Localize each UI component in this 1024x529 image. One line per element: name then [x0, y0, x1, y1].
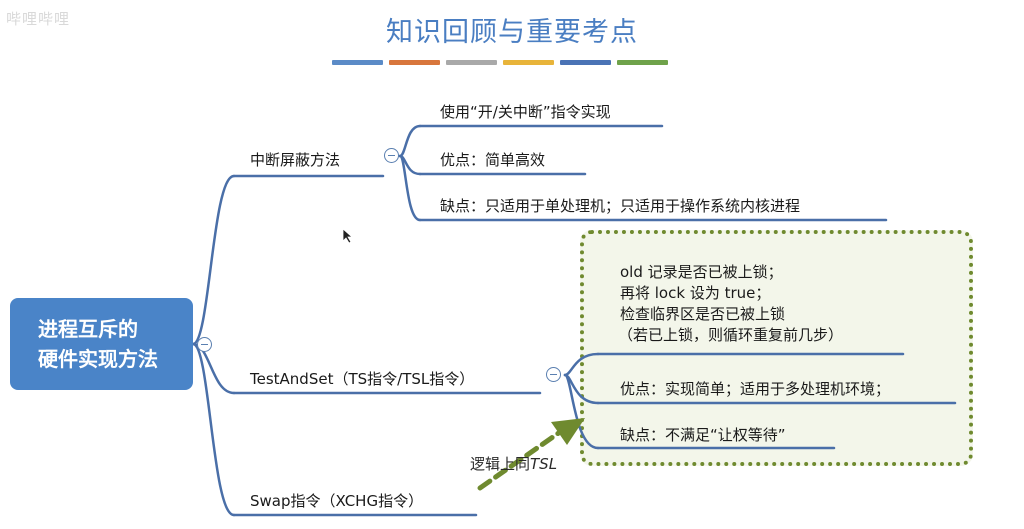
annotation-prefix: 逻辑上同: [470, 455, 531, 473]
branch-interrupt[interactable]: 中断屏蔽方法: [250, 151, 341, 169]
tas-detail-line: old 记录是否已被上锁；: [620, 263, 783, 281]
annotation-suffix: TSL: [530, 455, 558, 473]
connector-tas-1: [563, 352, 600, 377]
connector-interrupt-1: [398, 124, 422, 158]
branch-testandset[interactable]: TestAndSet（TS指令/TSL指令）: [250, 370, 475, 388]
color-bar: [446, 60, 497, 65]
collapse-interrupt-icon[interactable]: [384, 148, 399, 163]
color-bar: [560, 60, 611, 65]
branch-swap[interactable]: Swap指令（XCHG指令）: [250, 492, 424, 510]
title-color-bars: [332, 60, 668, 66]
color-bar: [617, 60, 668, 65]
root-node[interactable]: 进程互斥的 硬件实现方法: [10, 298, 193, 390]
color-bar: [503, 60, 554, 65]
mouse-cursor-icon: [342, 228, 354, 244]
tas-con[interactable]: 缺点：不满足“让权等待”: [620, 426, 786, 444]
watermark-text: 哔哩哔哩: [6, 10, 71, 28]
collapse-tas-icon[interactable]: [546, 367, 561, 382]
collapse-root-icon[interactable]: [197, 337, 212, 352]
tas-detail-line: 检查临界区是否已被上锁: [620, 305, 786, 323]
equivalence-annotation: 逻辑上同TSL: [470, 453, 557, 474]
connector-tas-3: [563, 373, 600, 450]
tas-pro[interactable]: 优点：实现简单；适用于多处理机环境；: [620, 380, 891, 398]
tas-detail-line: 再将 lock 设为 true；: [620, 284, 771, 302]
interrupt-child-2[interactable]: 优点：简单高效: [440, 151, 546, 169]
connector-root-interrupt: [191, 174, 236, 346]
tas-detail-line: （若已上锁，则循环重复前几步）: [618, 326, 844, 344]
root-line-1: 进程互斥的: [38, 317, 138, 341]
root-line-2: 硬件实现方法: [38, 347, 158, 371]
page-title: 知识回顾与重要考点: [386, 17, 638, 48]
equivalence-arrow: [477, 418, 585, 491]
tas-detail-text[interactable]: old 记录是否已被上锁； 再将 lock 设为 true； 检查临界区是否已被…: [618, 262, 844, 346]
connector-root-swap: [191, 342, 236, 517]
interrupt-child-1[interactable]: 使用“开/关中断”指令实现: [440, 103, 611, 121]
color-bar: [389, 60, 440, 65]
interrupt-child-3[interactable]: 缺点：只适用于单处理机；只适用于操作系统内核进程: [440, 197, 801, 215]
connector-interrupt-3: [398, 154, 422, 222]
tas-detail-box: [580, 230, 973, 466]
color-bar: [332, 60, 383, 65]
